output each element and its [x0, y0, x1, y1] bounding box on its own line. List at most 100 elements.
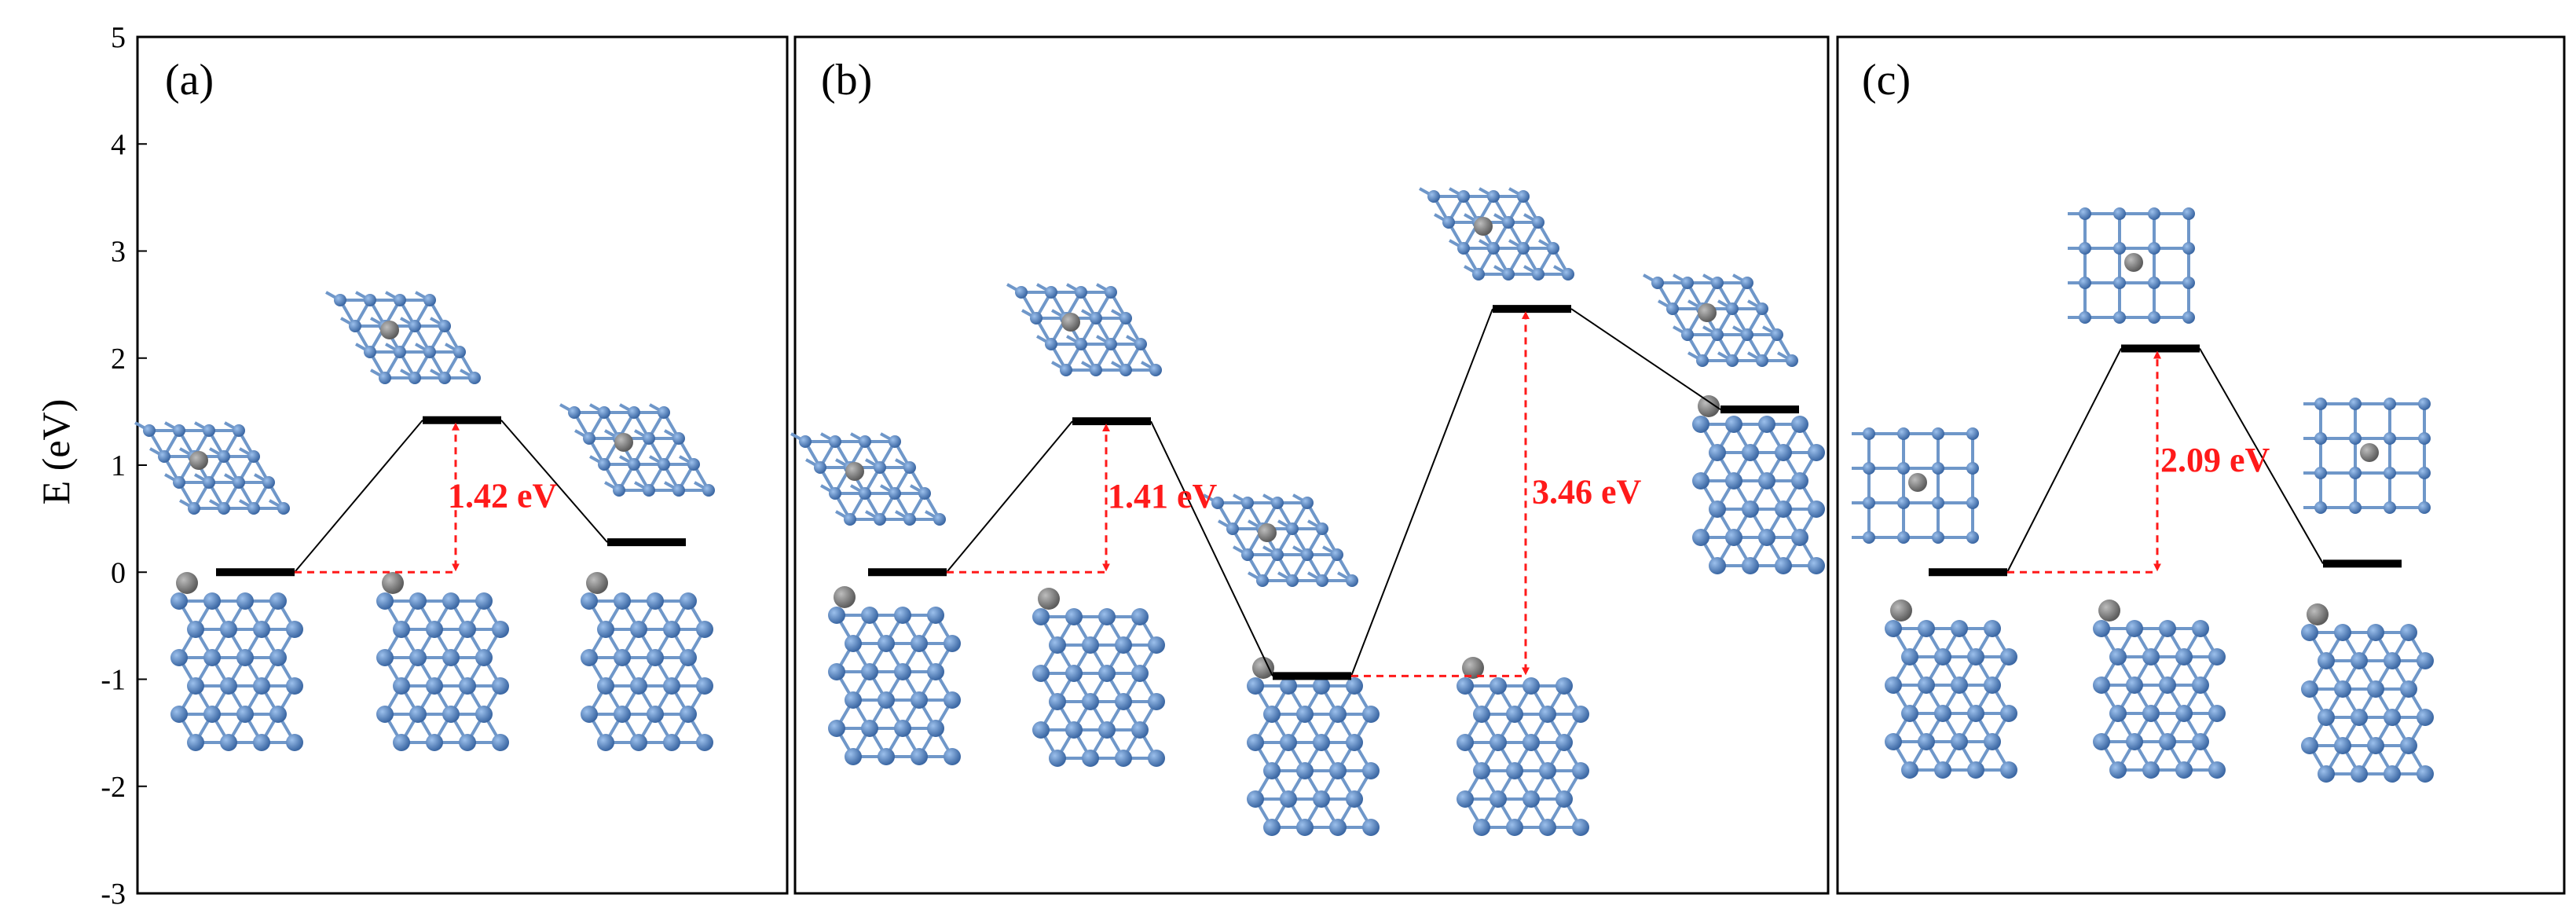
metal-atom — [889, 487, 901, 500]
adsorbate-atom — [1038, 588, 1060, 610]
metal-atom — [2351, 652, 2368, 669]
metal-atom — [2159, 620, 2176, 637]
metal-atom — [1226, 522, 1239, 535]
metal-atom — [2208, 761, 2226, 779]
metal-atom — [1967, 648, 1984, 666]
metal-atom — [442, 592, 460, 610]
metal-atom — [2418, 398, 2431, 410]
metal-atom — [426, 621, 443, 638]
metal-atom — [492, 621, 509, 638]
y-tick-label: 0 — [111, 556, 126, 589]
adsorbate-atom — [1698, 303, 1717, 322]
connector-line — [500, 420, 608, 543]
metal-atom — [1709, 557, 1726, 574]
metal-atom — [2148, 242, 2160, 255]
adsorbate-atom — [1252, 657, 1274, 679]
metal-atom — [1808, 557, 1825, 574]
atomic-structure — [170, 572, 303, 751]
metal-atom — [1506, 819, 1523, 836]
adsorbate-atom — [176, 572, 198, 594]
metal-atom — [581, 649, 598, 666]
metal-atom — [1771, 328, 1783, 341]
structure-images — [134, 291, 715, 751]
metal-atom — [2314, 432, 2327, 445]
metal-atom — [1951, 620, 1968, 637]
metal-atom — [1934, 705, 1951, 722]
metal-atom — [1791, 416, 1808, 433]
metal-atom — [1532, 268, 1545, 280]
metal-atom — [2142, 705, 2160, 722]
metal-atom — [1692, 529, 1709, 546]
metal-atom — [1134, 338, 1147, 350]
metal-atom — [1090, 312, 1102, 324]
metal-atom — [2384, 501, 2396, 514]
metal-atom — [286, 677, 303, 695]
metal-atom — [1115, 693, 1132, 710]
metal-atom — [1897, 462, 1910, 475]
metal-atom — [844, 513, 856, 526]
atomic-structure — [1203, 493, 1358, 587]
metal-atom — [1148, 693, 1165, 710]
connector-line — [2006, 348, 2122, 573]
metal-atom — [894, 663, 911, 680]
metal-atom — [2314, 501, 2327, 514]
metal-atom — [2079, 242, 2091, 255]
metal-atom — [1932, 462, 1944, 475]
metal-atom — [597, 734, 614, 751]
y-tick-label: 5 — [111, 21, 126, 54]
atomic-structure — [2068, 207, 2195, 324]
metal-atom — [286, 621, 303, 638]
connector-line — [294, 420, 423, 573]
metal-atom — [2384, 765, 2401, 783]
metal-atom — [944, 691, 961, 709]
metal-atom — [438, 320, 451, 332]
metal-atom — [911, 748, 928, 765]
panel-c: (c)2.09 eV — [1836, 35, 2566, 895]
metal-atom — [1346, 574, 1358, 587]
metal-atom — [1032, 721, 1050, 739]
metal-atom — [1725, 416, 1742, 433]
metal-atom — [393, 677, 410, 695]
metal-atom — [903, 513, 916, 526]
metal-atom — [696, 677, 713, 695]
metal-atom — [2400, 624, 2417, 641]
metal-atom — [247, 450, 260, 463]
atomic-structure — [1692, 395, 1825, 574]
panel-frame — [793, 35, 1830, 895]
metal-atom — [1442, 216, 1455, 229]
metal-atom — [1241, 548, 1254, 561]
y-tick-label: -3 — [101, 878, 126, 911]
metal-atom — [1015, 286, 1028, 299]
metal-atom — [1049, 693, 1066, 710]
metal-atom — [829, 487, 841, 500]
metal-atom — [2148, 207, 2160, 220]
metal-atom — [1280, 790, 1297, 808]
metal-atom — [2148, 277, 2160, 289]
metal-atom — [643, 432, 655, 445]
metal-atom — [613, 484, 625, 497]
adsorbate-atom — [380, 321, 399, 339]
metal-atom — [1271, 497, 1284, 509]
metal-atom — [1301, 497, 1314, 509]
metal-atom — [2301, 624, 2318, 641]
metal-atom — [878, 748, 895, 765]
metal-atom — [1726, 354, 1739, 367]
adsorbate-atom — [586, 572, 608, 594]
metal-atom — [1075, 338, 1087, 350]
metal-atom — [2384, 709, 2401, 726]
metal-atom — [2417, 765, 2434, 783]
metal-atom — [828, 720, 845, 737]
metal-atom — [1951, 676, 1968, 694]
metal-atom — [2113, 242, 2126, 255]
metal-atom — [2418, 467, 2431, 479]
metal-atom — [598, 406, 610, 419]
metal-atom — [1313, 790, 1330, 808]
metal-atom — [1681, 328, 1694, 341]
metal-atom — [1247, 790, 1264, 808]
metal-atom — [364, 346, 376, 358]
metal-atom — [1808, 444, 1825, 461]
metal-atom — [1885, 620, 1902, 637]
metal-atom — [845, 691, 862, 709]
metal-atom — [1502, 216, 1515, 229]
metal-atom — [2182, 242, 2195, 255]
